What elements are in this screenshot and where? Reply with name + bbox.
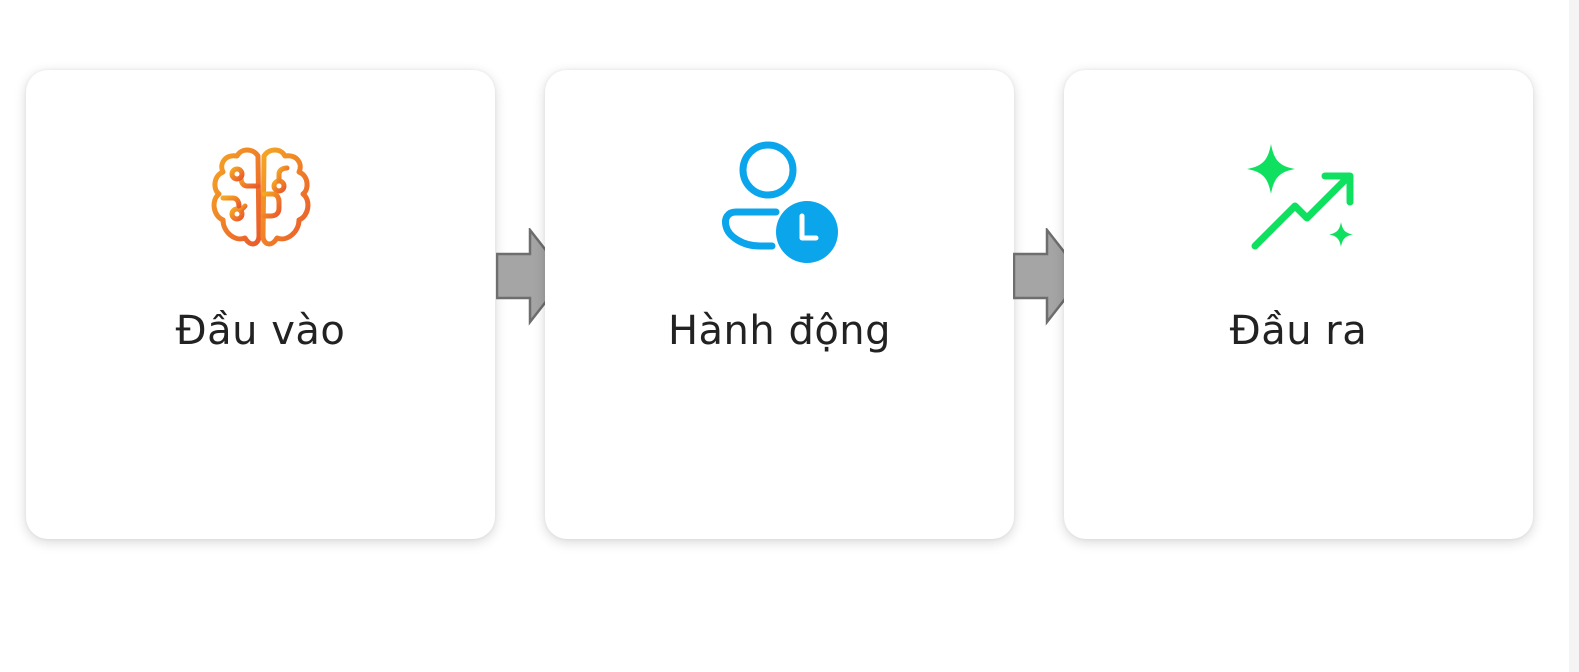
user-clock-icon [721, 141, 838, 263]
step-card-action: Hành động [545, 70, 1014, 539]
step-label: Hành động [667, 308, 892, 354]
page-edge [1569, 0, 1579, 672]
step-label: Đầu ra [1229, 308, 1368, 354]
sparkle-trend-up-icon [1246, 144, 1353, 250]
step-card-output: Đầu ra [1064, 70, 1533, 539]
brain-circuit-icon [211, 147, 310, 247]
step-card-input: Đầu vào [26, 70, 495, 539]
step-label: Đầu vào [175, 308, 346, 354]
